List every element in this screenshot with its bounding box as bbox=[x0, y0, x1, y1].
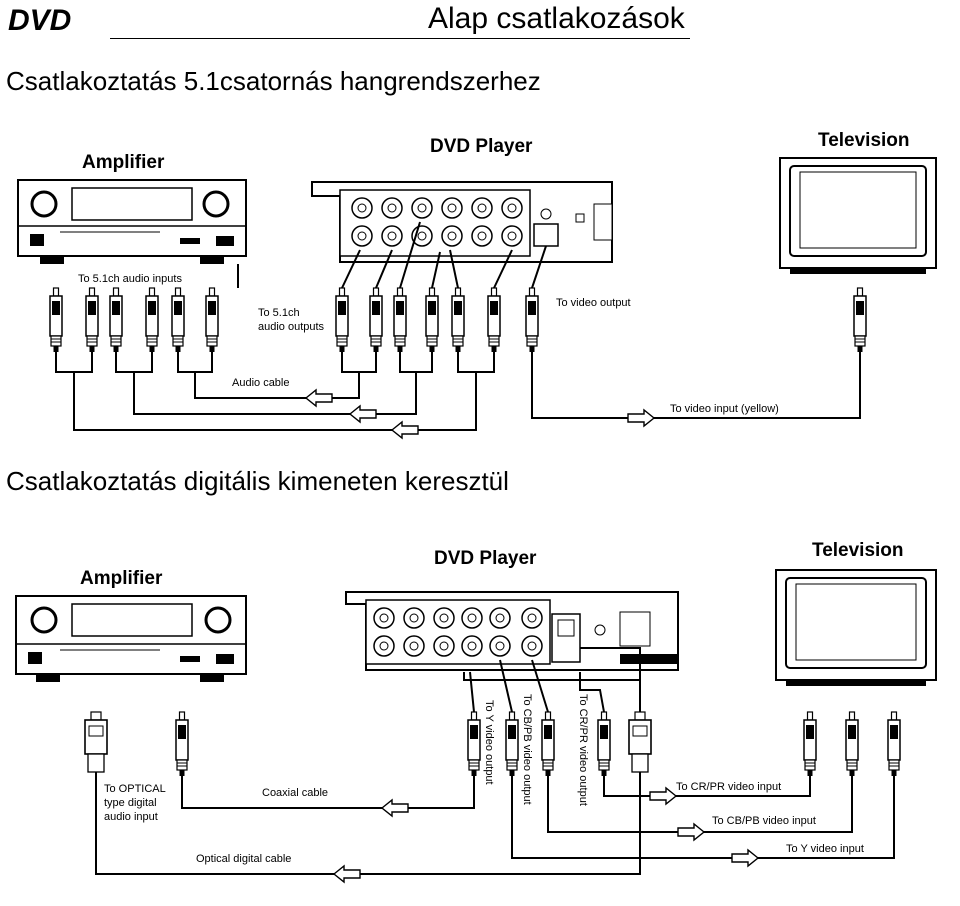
s2-dvd-rear-panel bbox=[345, 591, 679, 671]
s2-coaxial-cable: Coaxial cable bbox=[262, 787, 328, 799]
s2-amplifier-device bbox=[15, 595, 247, 682]
s2-cb-video-output: To CB/PB video output bbox=[521, 694, 533, 805]
s2-y-video-input: To Y video input bbox=[786, 843, 864, 855]
section1-diagram: Amplifier DVD Player bbox=[17, 130, 937, 439]
s2-cr-video-output: To CR/PR video output bbox=[577, 694, 589, 806]
s2-optical-cable: Optical digital cable bbox=[196, 853, 291, 865]
s2-cb-video-input: To CB/PB video input bbox=[712, 815, 816, 827]
s1-to-video-output: To video output bbox=[556, 297, 631, 309]
s2-cables bbox=[95, 647, 895, 875]
s2-cr-video-input: To CR/PR video input bbox=[676, 781, 781, 793]
s1-dvd-rear-panel bbox=[311, 181, 613, 263]
s1-tv-label: Television bbox=[818, 130, 910, 151]
s2-dvd-label: DVD Player bbox=[434, 548, 537, 569]
s1-dvd-label: DVD Player bbox=[430, 136, 533, 157]
s2-optical-3: audio input bbox=[104, 811, 158, 823]
svg-text:DVD: DVD bbox=[8, 4, 71, 36]
section2-diagram: Amplifier DVD Player bbox=[15, 540, 937, 883]
s1-rca-plugs bbox=[49, 287, 867, 353]
s2-optical-1: To OPTICAL bbox=[104, 783, 166, 795]
s1-to-audio-outputs-1: To 5.1ch bbox=[258, 307, 300, 319]
s2-y-video-output: To Y video output bbox=[483, 700, 495, 785]
s1-cables bbox=[55, 221, 861, 431]
s1-amplifier-device bbox=[17, 179, 247, 264]
s1-amplifier-label: Amplifier bbox=[82, 152, 165, 173]
s1-television-device bbox=[779, 157, 937, 274]
s2-optical-2: type digital bbox=[104, 797, 157, 809]
page-title: Alap csatlakozások bbox=[428, 2, 685, 35]
s1-to-video-input: To video input (yellow) bbox=[670, 403, 779, 415]
s1-to-audio-outputs-2: audio outputs bbox=[258, 321, 325, 333]
s1-to-audio-inputs: To 5.1ch audio inputs bbox=[78, 273, 182, 285]
s2-tv-label: Television bbox=[812, 540, 904, 561]
s2-amplifier-label: Amplifier bbox=[80, 568, 163, 589]
section2-title: Csatlakoztatás digitális kimeneten keres… bbox=[6, 466, 509, 496]
dvd-logo: DVD bbox=[6, 4, 102, 41]
s2-television-device bbox=[775, 569, 937, 686]
title-rule bbox=[110, 38, 690, 39]
s1-audio-cable: Audio cable bbox=[232, 377, 290, 389]
section1-title: Csatlakoztatás 5.1csatornás hangrendszer… bbox=[6, 66, 541, 96]
